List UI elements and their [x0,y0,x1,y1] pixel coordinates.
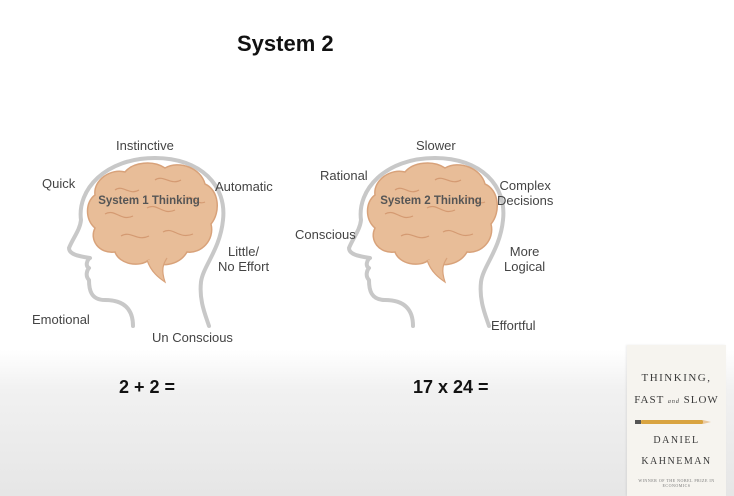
label-unconscious: Un Conscious [152,330,233,345]
label-more-line2: Logical [504,259,546,274]
system2-equation: 17 x 24 = [413,377,489,397]
label-effortful: Effortful [491,318,536,333]
label-emotional: Emotional [32,312,90,327]
system1-brain-label: System 1 Thinking [98,195,200,207]
system1-equation: 2 + 2 = [119,377,176,397]
book-title-line1: THINKING, [641,372,712,384]
book-title-line2: FAST and SLOW [627,394,726,406]
brain-fold [104,177,206,239]
label-slower: Slower [416,138,456,153]
label-complex-decisions: Complex Decisions [497,178,553,208]
pencil-tip-icon [703,420,711,424]
head-outline [67,156,226,328]
label-automatic: Automatic [215,179,273,194]
pencil-icon [641,420,703,424]
head-outline [347,156,506,328]
label-rational: Rational [320,168,368,183]
label-little-line1: Little/ [227,244,260,259]
system2-brain-label: System 2 Thinking [380,195,482,207]
label-more-logical: More Logical [504,244,545,274]
book-title-slow: SLOW [683,394,719,406]
label-instinctive: Instinctive [116,138,174,153]
book-cover-thinking-fast-and-slow: THINKING, FAST and SLOW DANIEL KAHNEMAN … [627,345,726,496]
book-tagline: WINNER OF THE NOBEL PRIZE IN ECONOMICS [638,478,715,488]
brain-fold [384,177,486,239]
label-more-line1: More [509,244,540,259]
system2-head-illustration: System 2 Thinking [347,156,506,328]
book-title-fast: FAST [634,394,665,406]
book-title-and: and [667,399,680,405]
brain-stem [426,257,448,284]
book-author-first: DANIEL [653,435,700,446]
label-complex-line1: Complex [499,178,551,193]
brain-shape [366,162,498,266]
label-complex-line2: Decisions [497,193,554,208]
system1-head-illustration: System 1 Thinking [67,156,226,328]
pencil-eraser-icon [635,420,641,424]
label-quick: Quick [42,176,76,191]
slide-title: System 2 [237,31,334,56]
label-little-no-effort: Little/ No Effort [218,244,269,274]
label-conscious: Conscious [295,227,356,242]
brain-shape [86,162,218,266]
brain-stem [146,257,168,284]
label-little-line2: No Effort [218,259,270,274]
book-author-last: KAHNEMAN [641,456,712,467]
